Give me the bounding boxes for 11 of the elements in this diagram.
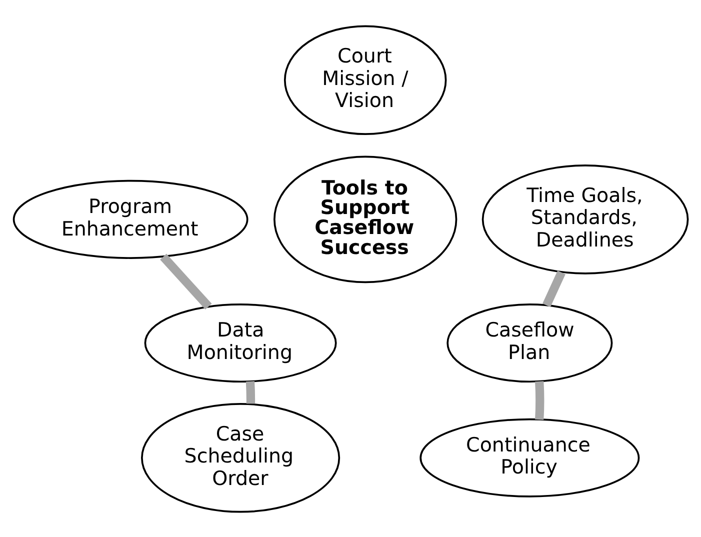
node-ellipse: Continuance Policy: [420, 418, 640, 497]
node-ellipse: Case Scheduling Order: [141, 402, 340, 512]
node-ellipse: Time Goals, Standards, Deadlines: [482, 164, 689, 274]
connector: [160, 253, 212, 309]
connector: [542, 270, 566, 307]
node-ellipse: Court Mission / Vision: [284, 24, 447, 135]
node-ellipse: Caseflow Plan: [446, 303, 613, 382]
connector: [246, 380, 256, 404]
node-ellipse: Tools to Support Caseflow Success: [274, 155, 458, 283]
node-ellipse: Program Enhancement: [12, 179, 248, 258]
node-ellipse: Data Monitoring: [144, 303, 337, 382]
